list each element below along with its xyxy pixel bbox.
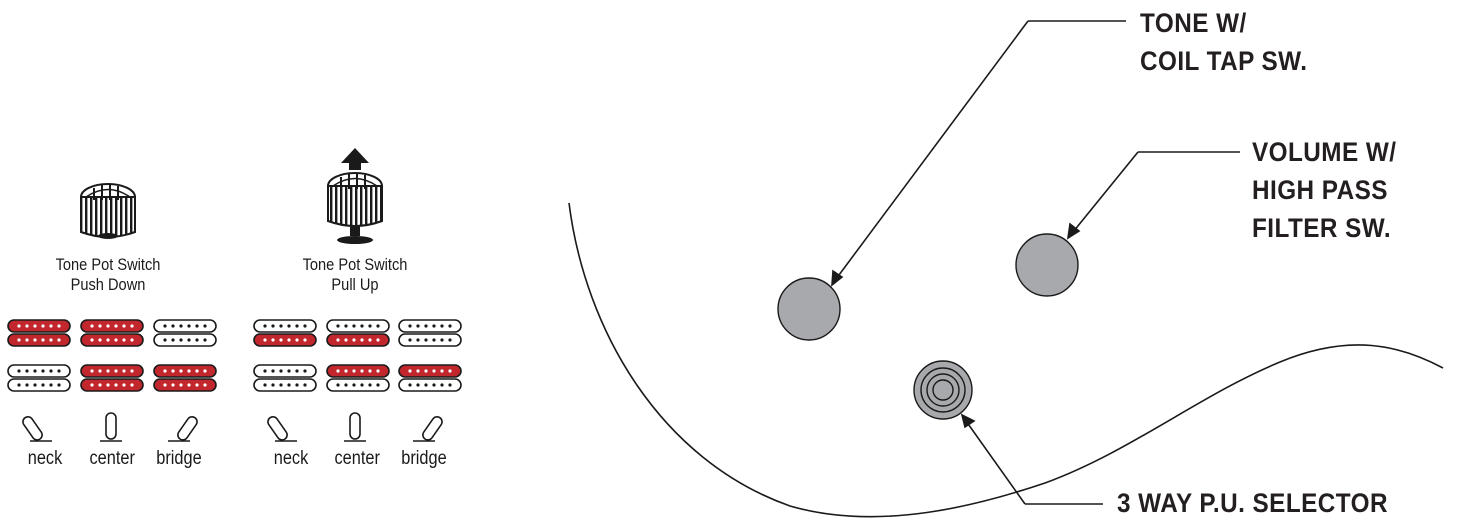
toggle-neck-icon xyxy=(266,415,297,442)
volume-label-line1: VOLUME W/ xyxy=(1252,133,1396,171)
pull-up-caption: Tone Pot Switch Pull Up xyxy=(295,255,415,295)
coil-pd2-bridge-bottom xyxy=(154,379,216,391)
lever-group-push-down xyxy=(21,413,199,442)
volume-knob xyxy=(1016,234,1078,296)
pull-up-caption-line1: Tone Pot Switch xyxy=(295,255,415,275)
volume-label: VOLUME W/ HIGH PASS FILTER SW. xyxy=(1252,133,1396,247)
tone-label-line1: TONE W/ xyxy=(1140,4,1307,42)
coil-pd-center-bottom xyxy=(81,334,143,346)
knob-push-down-icon xyxy=(81,184,135,239)
position-label-center: center xyxy=(90,448,133,470)
coil-pu2-neck-top xyxy=(254,365,316,377)
coil-pu-bridge-top xyxy=(399,320,461,332)
volume-label-line2: HIGH PASS xyxy=(1252,171,1396,209)
coil-pd2-neck-bottom xyxy=(8,379,70,391)
coil-pu2-bridge-top xyxy=(399,365,461,377)
coil-pd-neck-top xyxy=(8,320,70,332)
coil-pu-bridge-bottom xyxy=(399,334,461,346)
selector-label: 3 WAY P.U. SELECTOR xyxy=(1117,484,1388,522)
coil-pd2-center-top xyxy=(81,365,143,377)
push-down-caption-line2: Push Down xyxy=(48,275,168,295)
coil-pu2-center-top xyxy=(327,365,389,377)
toggle-center-icon xyxy=(100,413,122,441)
toggle-bridge-icon xyxy=(413,415,444,442)
coil-pd2-neck-top xyxy=(8,365,70,377)
coil-pu-neck-bottom xyxy=(254,334,316,346)
coil-pu-neck-top xyxy=(254,320,316,332)
coil-pu-center-bottom xyxy=(327,334,389,346)
tone-label: TONE W/ COIL TAP SW. xyxy=(1140,4,1307,80)
lever-group-pull-up xyxy=(266,413,444,442)
coil-pd2-center-bottom xyxy=(81,379,143,391)
position-label-neck: neck xyxy=(24,448,67,470)
volume-label-line3: FILTER SW. xyxy=(1252,209,1396,247)
tone-knob xyxy=(778,278,840,340)
pickup-grid-push-down xyxy=(8,320,216,391)
coil-pu2-center-bottom xyxy=(327,379,389,391)
push-down-caption-line1: Tone Pot Switch xyxy=(48,255,168,275)
coil-pu2-neck-bottom xyxy=(254,379,316,391)
toggle-neck-icon xyxy=(21,415,52,442)
knob-pull-up-icon xyxy=(328,148,382,244)
coil-pd-bridge-bottom xyxy=(154,334,216,346)
pickup-grid-pull-up xyxy=(254,320,461,391)
tone-label-line2: COIL TAP SW. xyxy=(1140,42,1307,80)
toggle-bridge-icon xyxy=(168,415,199,442)
position-label-bridge: bridge xyxy=(398,448,450,470)
position-label-center: center xyxy=(335,448,378,470)
coil-pu2-bridge-bottom xyxy=(399,379,461,391)
pull-up-caption-line2: Pull Up xyxy=(295,275,415,295)
coil-pu-center-top xyxy=(327,320,389,332)
coil-pd-bridge-top xyxy=(154,320,216,332)
toggle-center-icon xyxy=(344,413,366,441)
coil-pd-center-top xyxy=(81,320,143,332)
selector-switch-icon xyxy=(914,361,972,419)
position-label-bridge: bridge xyxy=(153,448,205,470)
coil-pd-neck-bottom xyxy=(8,334,70,346)
coil-pd2-bridge-top xyxy=(154,365,216,377)
guitar-body-outline xyxy=(569,203,1443,517)
position-label-neck: neck xyxy=(270,448,313,470)
push-down-caption: Tone Pot Switch Push Down xyxy=(48,255,168,295)
